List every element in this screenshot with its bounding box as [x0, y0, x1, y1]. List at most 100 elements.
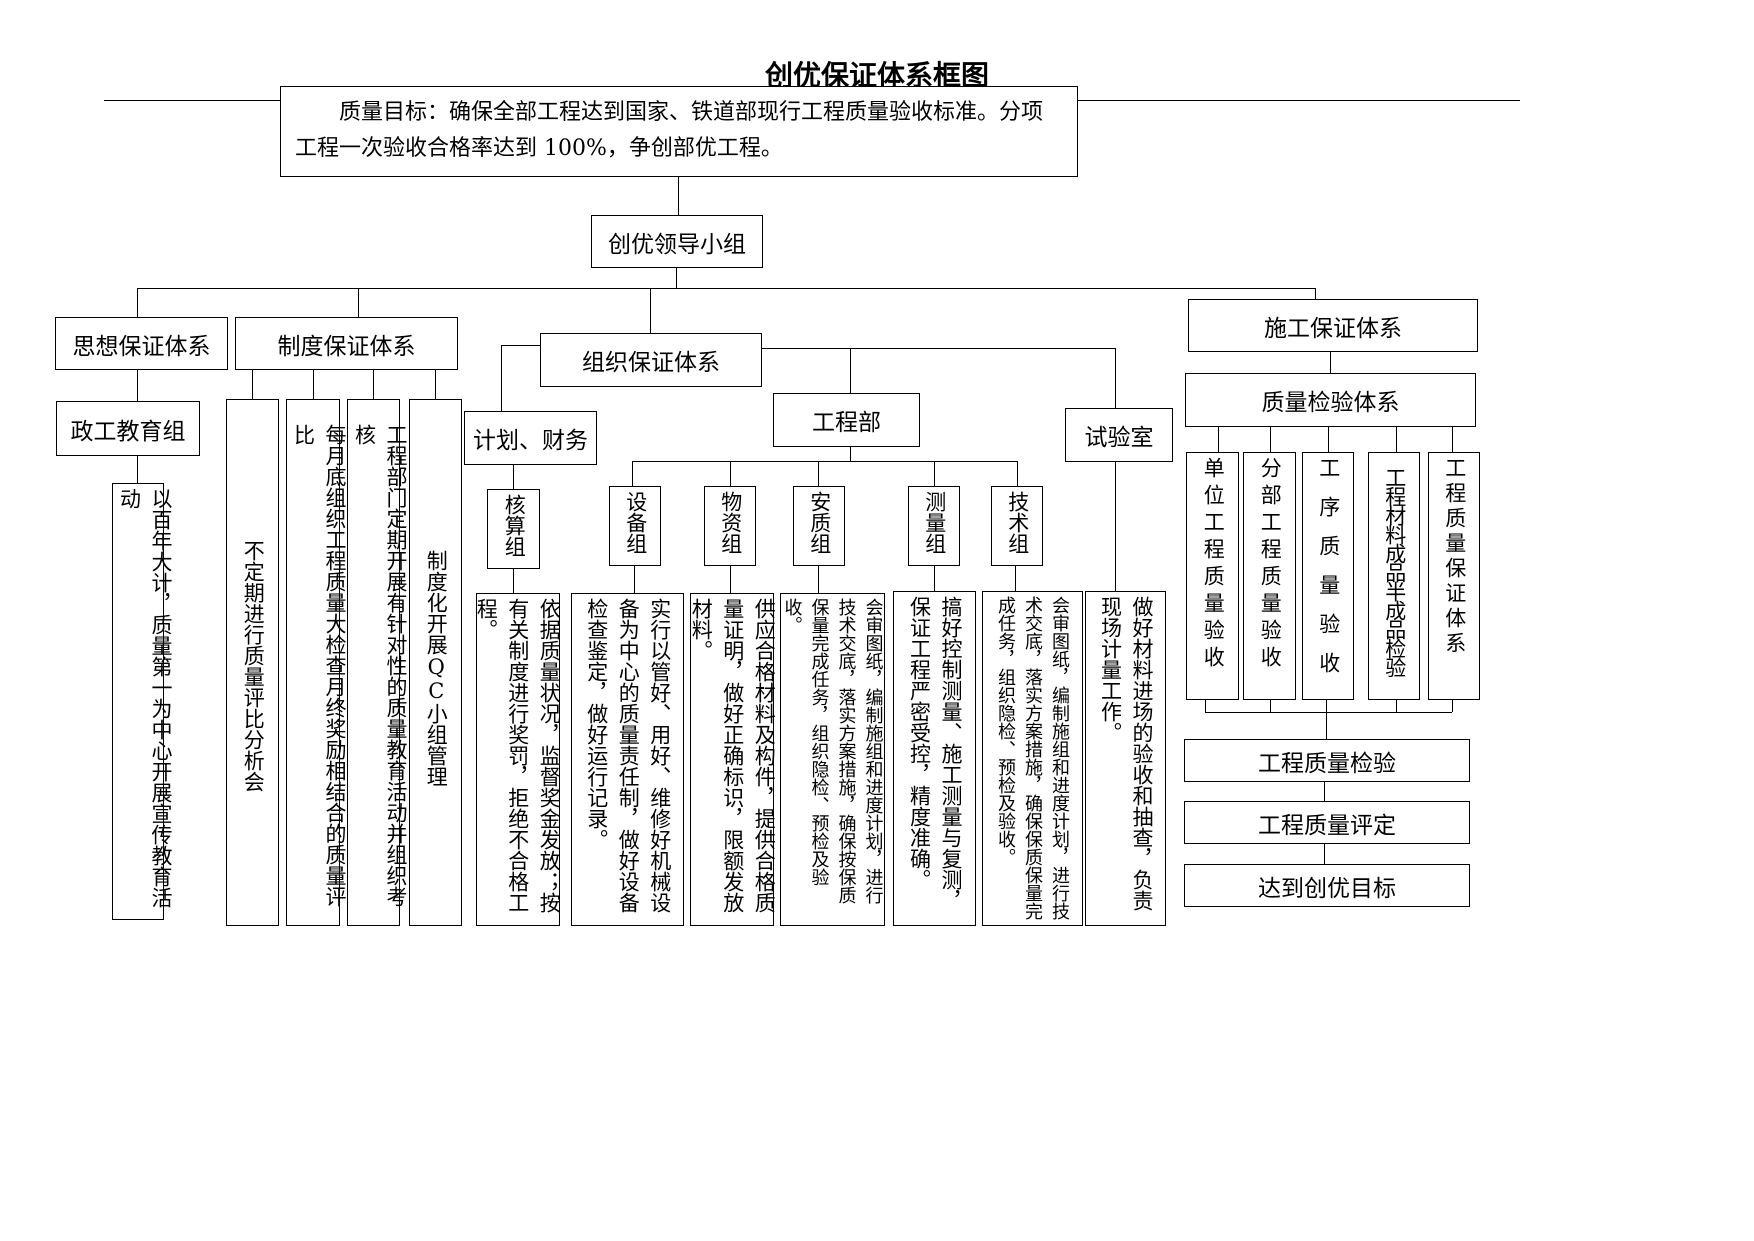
survey-detail-text: 搞好控制测量、施工测量与复测，保证工程严密受控，精度准确。 [907, 596, 964, 911]
safety-quality-group-text: 安质组 [807, 491, 832, 554]
system-item-2-text: 每月底组织工程质量大检查月终奖励相结合的质量评比 [291, 424, 348, 907]
connector [501, 345, 540, 346]
connector [1396, 700, 1397, 712]
technical-detail-text: 会审图纸，编制施组和进度计划，进行技术交底，落实方案措施，确保保质保量完成任务，… [995, 596, 1070, 920]
material-detail-text: 供应合格材料及构件，提供合格质量证明，做好正确标识，限额发放材料。 [689, 598, 777, 913]
system-item-3: 工程部门定期开展有针对性的质量教育活动并组织考核 [347, 399, 408, 926]
connector [435, 370, 436, 399]
system-item-4-text: 制度化开展QC小组管理 [424, 550, 449, 787]
connector [513, 569, 514, 593]
safety-quality-detail-text: 会审图纸，编制施组和进度计划，进行技术交底，落实方案措施，确保按保质保量完成任务… [781, 598, 884, 904]
connector [676, 268, 677, 288]
connector [634, 566, 635, 593]
connector [358, 288, 359, 317]
org-guarantee-box: 组织保证体系 [540, 333, 762, 387]
connector [1328, 427, 1329, 452]
equipment-detail-text: 实行以管好、用好、维修好机械设备为中心的质量责任制，做好设备检查鉴定，做好运行记… [584, 598, 672, 913]
division-inspection-box: 分部工程质量验收 [1243, 452, 1296, 700]
connector [137, 370, 138, 401]
system-guarantee-box: 制度保证体系 [235, 317, 458, 370]
connector [1015, 566, 1016, 591]
safety-quality-detail-box: 会审图纸，编制施组和进度计划，进行技术交底，落实方案措施，确保按保质保量完成任务… [780, 593, 885, 926]
technical-detail-box: 会审图纸，编制施组和进度计划，进行技术交底，落实方案措施，确保保质保量完成任务，… [982, 591, 1083, 926]
system-item-3-text: 工程部门定期开展有针对性的质量教育活动并组织考核 [352, 424, 409, 907]
unit-inspection-text: 单位工程质量验收 [1201, 457, 1226, 673]
accounting-group-text: 核算组 [502, 494, 527, 557]
political-education-box: 政工教育组 [56, 401, 200, 456]
lab-detail-text: 做好材料进场的验收和抽查，负责现场计量工作。 [1098, 596, 1155, 911]
connector [762, 348, 1115, 349]
equipment-detail-box: 实行以管好、用好、维修好机械设备为中心的质量责任制，做好设备检查鉴定，做好运行记… [571, 593, 684, 926]
material-detail-box: 供应合格材料及构件，提供合格质量证明，做好正确标识，限额发放材料。 [689, 593, 776, 926]
connector [632, 461, 633, 486]
leader-box: 创优领导小组 [591, 215, 763, 268]
quality-guarantee-box: 工程质量保证体系 [1428, 452, 1480, 700]
equipment-group-text: 设备组 [623, 491, 648, 554]
connector [1270, 427, 1271, 452]
connector [1452, 700, 1453, 712]
connector [730, 566, 731, 593]
connector [252, 370, 253, 399]
construction-guarantee-box: 施工保证体系 [1188, 299, 1478, 352]
quality-inspection-box: 工程质量检验 [1184, 739, 1470, 782]
connector [1324, 844, 1325, 864]
equipment-group-box: 设备组 [609, 486, 661, 566]
connector [137, 456, 138, 483]
quality-inspection-system-box: 质量检验体系 [1185, 373, 1476, 427]
quality-goal-box: 质量目标：确保全部工程达到国家、铁道部现行工程质量验收标准。分项工程一次验收合格… [280, 86, 1078, 177]
unit-inspection-box: 单位工程质量验收 [1186, 452, 1239, 700]
survey-group-box: 测量组 [908, 486, 960, 566]
connector [850, 447, 851, 461]
division-inspection-text: 分部工程质量验收 [1258, 457, 1283, 673]
connector [678, 177, 679, 215]
accounting-detail-text: 依据质量状况，监督奖金发放；按有关制度进行奖罚，拒绝不合格工程。 [474, 598, 562, 913]
excellence-goal-box: 达到创优目标 [1184, 864, 1470, 907]
connector [1205, 700, 1206, 712]
plan-finance-box: 计划、财务 [464, 411, 597, 465]
connector [1115, 348, 1116, 408]
connector [513, 465, 514, 489]
accounting-detail-box: 依据质量状况，监督奖金发放；按有关制度进行奖罚，拒绝不合格工程。 [474, 593, 561, 926]
process-inspection-box: 工序质量验收 [1302, 452, 1354, 700]
connector [850, 348, 851, 393]
connector [313, 370, 314, 399]
survey-group-text: 测量组 [922, 491, 947, 554]
material-inspection-text: 工程材料成品半成品检验 [1382, 467, 1407, 676]
connector [1452, 427, 1453, 452]
technical-group-text: 技术组 [1005, 491, 1030, 554]
connector [373, 370, 374, 399]
system-item-2: 每月底组织工程质量大检查月终奖励相结合的质量评比 [286, 399, 347, 926]
thought-system-box: 思想保证体系 [55, 317, 228, 370]
material-group-text: 物资组 [718, 491, 743, 554]
technical-group-box: 技术组 [991, 486, 1043, 566]
connector [1218, 427, 1219, 452]
connector [1270, 700, 1271, 712]
connector [1017, 461, 1018, 486]
connector [632, 461, 1017, 462]
accounting-group-box: 核算组 [487, 489, 540, 569]
connector [818, 566, 819, 593]
connector [934, 566, 935, 591]
connector [1205, 712, 1452, 713]
thought-detail-text: 以百年大计，质量第一为中心开展宣传教育活动 [117, 488, 174, 908]
connector [934, 461, 935, 486]
connector [1324, 782, 1325, 801]
quality-guarantee-text: 工程质量保证体系 [1442, 457, 1467, 657]
connector [818, 461, 819, 486]
material-inspection-box: 工程材料成品半成品检验 [1368, 452, 1420, 700]
connector [501, 345, 502, 411]
lab-detail-box: 做好材料进场的验收和抽查，负责现场计量工作。 [1085, 591, 1166, 926]
system-item-1: 不定期进行质量评比分析会 [226, 399, 279, 926]
top-bus-line [137, 288, 1315, 289]
safety-quality-group-box: 安质组 [793, 486, 845, 566]
connector [1396, 427, 1397, 452]
connector [650, 288, 651, 333]
connector [730, 461, 731, 486]
thought-detail-box: 以百年大计，质量第一为中心开展宣传教育活动 [112, 483, 173, 920]
lab-box: 试验室 [1065, 408, 1173, 462]
connector [1326, 700, 1327, 739]
connector [1115, 462, 1116, 591]
engineering-dept-box: 工程部 [773, 393, 920, 447]
connector [1330, 352, 1331, 373]
system-item-4: 制度化开展QC小组管理 [409, 399, 462, 926]
